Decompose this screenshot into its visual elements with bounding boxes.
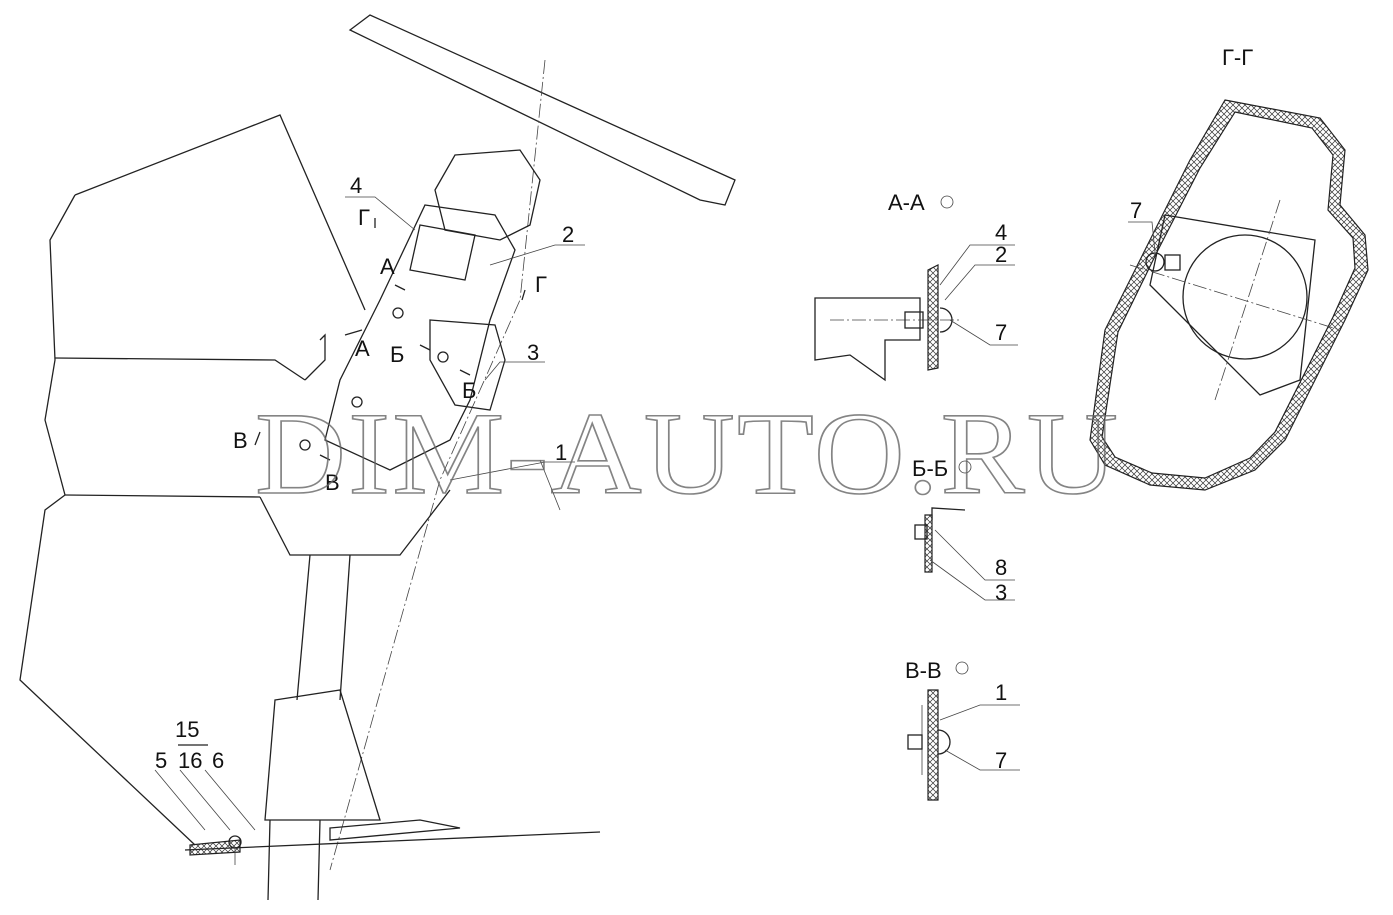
floor-line — [184, 831, 601, 851]
section-v-v: В-В 1 7 — [905, 658, 1020, 801]
section-mark-v-left: В — [233, 428, 248, 453]
section-b-b: Б-Б 8 3 — [912, 456, 1015, 605]
section-mark-v-right: В — [325, 470, 340, 495]
section-a-a-callout-2: 2 — [995, 242, 1007, 267]
callout-15: 15 — [175, 717, 199, 742]
section-b-b-title: Б-Б — [912, 456, 948, 481]
section-mark-g-right: Г — [535, 272, 547, 297]
main-view — [19, 14, 736, 901]
watermark: DIM-AUTO.RU — [255, 388, 1120, 519]
section-mark-g-left: Г — [358, 205, 370, 230]
section-v-v-title: В-В — [905, 658, 942, 683]
callout-16: 16 — [178, 748, 202, 773]
callout-3: 3 — [527, 340, 539, 365]
main-view-labels: 4 Г 2 А Г А Б 3 Б В 1 В 15 5 16 6 — [155, 173, 574, 773]
column-boot — [264, 689, 381, 821]
section-mark-a-bottom: А — [355, 336, 370, 361]
panel-3 — [429, 319, 506, 411]
section-a-a-callout-7: 7 — [995, 320, 1007, 345]
column-cover — [324, 204, 516, 471]
callout-4: 4 — [350, 173, 362, 198]
callout-6: 6 — [212, 748, 224, 773]
callout-5: 5 — [155, 748, 167, 773]
column-top — [434, 149, 541, 241]
section-v-v-callout-7: 7 — [995, 748, 1007, 773]
callout-2: 2 — [562, 222, 574, 247]
section-g-g: Г-Г 7 — [1089, 45, 1369, 491]
section-a-a: А-А 4 2 7 — [814, 190, 1018, 382]
section-a-a-callout-4: 4 — [995, 220, 1007, 245]
section-v-v-callout-1: 1 — [995, 680, 1007, 705]
section-mark-b-right: Б — [462, 378, 476, 403]
section-mark-a-top: А — [380, 254, 395, 279]
section-mark-b-left: Б — [390, 342, 404, 367]
section-a-a-title: А-А — [888, 190, 925, 215]
section-g-g-title: Г-Г — [1222, 45, 1253, 70]
callout-1: 1 — [555, 440, 567, 465]
section-b-b-callout-8: 8 — [995, 555, 1007, 580]
dash-top — [74, 114, 366, 311]
section-b-b-callout-3: 3 — [995, 580, 1007, 605]
section-g-g-callout-7: 7 — [1130, 198, 1142, 223]
steering-wheel — [348, 14, 736, 206]
